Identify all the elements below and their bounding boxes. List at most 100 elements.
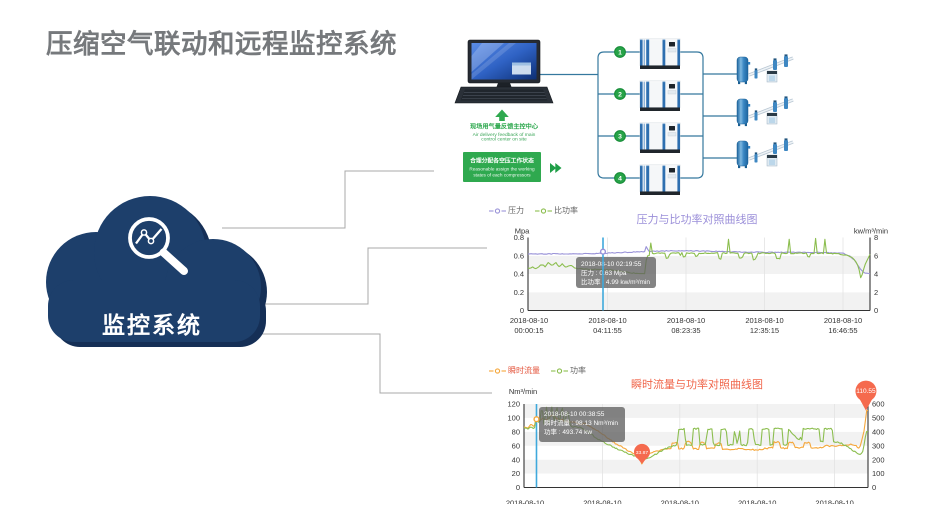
compressor-number-badge: 1 [614,46,626,58]
compressor-number: 2 [618,91,622,98]
value-pin-marker: 33.87 [633,443,650,464]
pin-value-label: 33.87 [636,450,649,456]
pin-value-label: 110.55 [856,388,876,395]
x-tick-label: 00:00:15 [514,326,543,335]
plot-band [528,292,870,311]
tooltip-timestamp: 2018-08-10 02:19:55 [581,261,642,268]
cloud-label: 监控系统 [102,312,202,338]
y-tick-label-left: 40 [512,455,520,464]
y-tick-label-left: 120 [507,400,520,409]
y-tick-label-left: 20 [512,469,520,478]
x-tick-label: 2018-08-10 [506,499,544,505]
compressor-display [669,126,675,131]
legend-label: 功率 [570,366,586,375]
compressor-group: 1 2 3 4 [614,38,681,195]
cloud-connector-lines [203,170,492,394]
page-title: 压缩空气联动和远程监控系统 [46,29,397,59]
legend-item: 比功率 [535,207,578,215]
chart-tooltip: 2018-08-10 00:38:55 瞬时流量 : 98.13 Nm³/min… [539,407,625,442]
legend-label: 压力 [508,206,524,215]
tooltip-value-1: 瞬时流量 : 98.13 Nm³/min [544,420,619,428]
compressor-unit [639,122,681,153]
y-tick-label-left: 0.8 [514,233,524,242]
compressor-display [669,42,675,47]
x-tick-label: 2018-08-10 [745,316,783,325]
y-tick-label-right: 500 [872,414,885,423]
x-tick-label: 2018-08-10 [667,316,705,325]
plot-band [524,445,868,460]
compressor-number-badge: 4 [614,172,626,184]
y-tick-label-right: 4 [874,270,878,279]
plot-band [524,459,868,474]
y-tick-label-right: 300 [872,441,885,450]
y-tick-label-right: 2 [874,288,878,297]
pipe-filter-icon [754,154,758,163]
air-tank-icon [736,56,749,83]
compressor-number: 1 [618,49,622,56]
legend-item: 功率 [551,367,586,375]
legend-marker-icon [489,208,506,214]
compressor-number: 3 [618,133,622,140]
double-arrow-icon [550,163,562,173]
y-axis-unit-left: Mpa [515,227,530,236]
chart-legend: 瞬时流量 功率 [489,367,586,375]
x-tick-label: 2018-08-10 [583,499,621,505]
value-pin-marker: 110.55 [855,380,877,411]
x-tick-label: 08:23:35 [671,326,700,335]
compressor-number-badge: 2 [614,88,626,100]
plot-band [524,473,868,488]
y-tick-label-left: 0.2 [514,288,524,297]
y-tick-label-right: 100 [872,469,885,478]
legend-item: 瞬时流量 [489,367,540,375]
control-center-label-en-2: control center on site [481,136,527,142]
connector-line-to-flow-chart [252,333,492,394]
legend-marker-icon [535,208,552,214]
assign-box-label-en-2: states of each compressors [473,172,531,177]
compressor-number-badge: 3 [614,130,626,142]
keyboard-icon [454,86,554,104]
air-tank-icon [736,98,749,125]
y-tick-label-left: 100 [507,414,520,423]
control-computer-illustration [454,39,598,104]
x-tick-label: 2018-08-10 [824,316,862,325]
chart-title: 瞬时流量与功率对照曲线图 [631,379,763,391]
y-tick-label-left: 80 [512,427,520,436]
y-tick-label-left: 0 [520,306,524,315]
monitoring-cloud: 监控系统 [46,196,267,347]
legend-label: 瞬时流量 [508,366,540,375]
up-arrow-icon [495,109,509,121]
y-tick-label-right: 0 [874,306,878,315]
pipe-filter-icon [754,112,758,121]
y-tick-label-right: 400 [872,427,885,436]
x-tick-label: 2018-08-10 [661,499,699,505]
y-tick-label-left: 0.6 [514,251,524,260]
pipe-network-lines [597,51,737,179]
compressor-unit [639,80,681,111]
connector-line-to-pressure-chart [203,247,487,305]
x-tick-label: 2018-08-10 [815,499,853,505]
air-tank-unit [736,96,794,127]
compressor-number: 4 [618,175,622,182]
y-tick-label-right: 8 [874,233,878,242]
y-tick-label-left: 0 [516,483,520,492]
monitor-icon [467,39,541,91]
compressor-unit [639,164,681,195]
y-tick-label-right: 6 [874,251,878,260]
air-tank-icon [736,140,749,167]
air-treatment-group [736,54,794,169]
assign-box-label-cn: 合理分配各空压工作状态 [470,157,534,165]
chart-title: 压力与比功率对照曲线图 [636,214,758,226]
x-tick-label: 2018-08-10 [510,316,548,325]
y-tick-label-right: 200 [872,455,885,464]
legend-label: 比功率 [554,206,578,215]
y-axis-unit-left: Nm³/min [509,387,537,396]
control-center-label-en-1: Air delivery feedback of main [473,132,536,138]
tooltip-value-2: 功率 : 493.74 kw [544,429,593,437]
air-tank-unit [736,54,794,85]
legend-marker-icon [551,368,568,374]
chart-legend: 压力 比功率 [489,207,578,215]
feedback-annotation: 现场用气量反馈主控中心 Air delivery feedback of mai… [470,109,539,142]
legend-marker-icon [489,368,506,374]
